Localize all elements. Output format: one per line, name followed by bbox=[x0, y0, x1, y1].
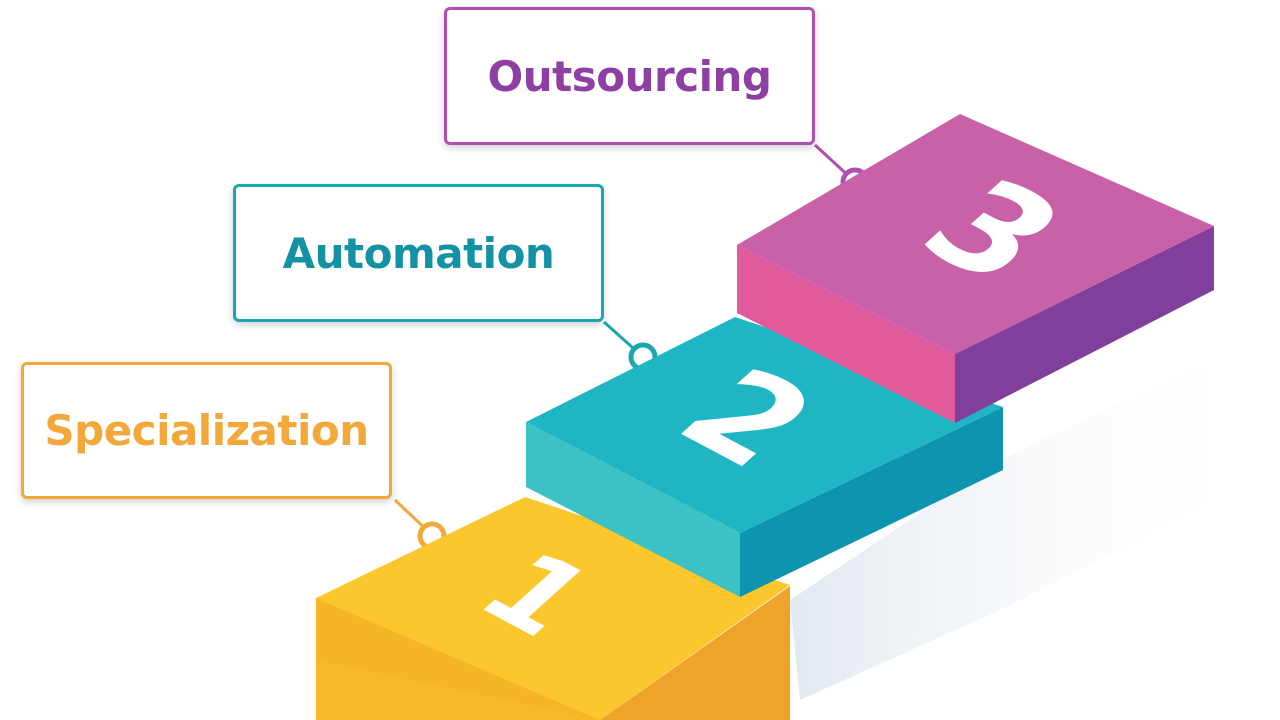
label-specialization: Specialization bbox=[44, 406, 369, 455]
step-3-top-face bbox=[737, 114, 1214, 354]
label-box-automation: Automation bbox=[233, 184, 604, 322]
label-outsourcing: Outsourcing bbox=[487, 51, 772, 101]
step-2-right-face bbox=[740, 407, 1003, 597]
step-3-block bbox=[737, 114, 1214, 423]
stairs-shadow bbox=[790, 330, 1275, 700]
label-box-specialization: Specialization bbox=[21, 362, 392, 499]
label-box-outsourcing: Outsourcing bbox=[444, 7, 815, 145]
step-3-right-face bbox=[955, 226, 1214, 423]
step-2-left-face bbox=[526, 422, 740, 597]
step-3-left-face bbox=[737, 245, 955, 423]
step-1-edge bbox=[316, 598, 600, 720]
step-1-right-face bbox=[600, 586, 790, 720]
label-automation: Automation bbox=[282, 228, 555, 278]
